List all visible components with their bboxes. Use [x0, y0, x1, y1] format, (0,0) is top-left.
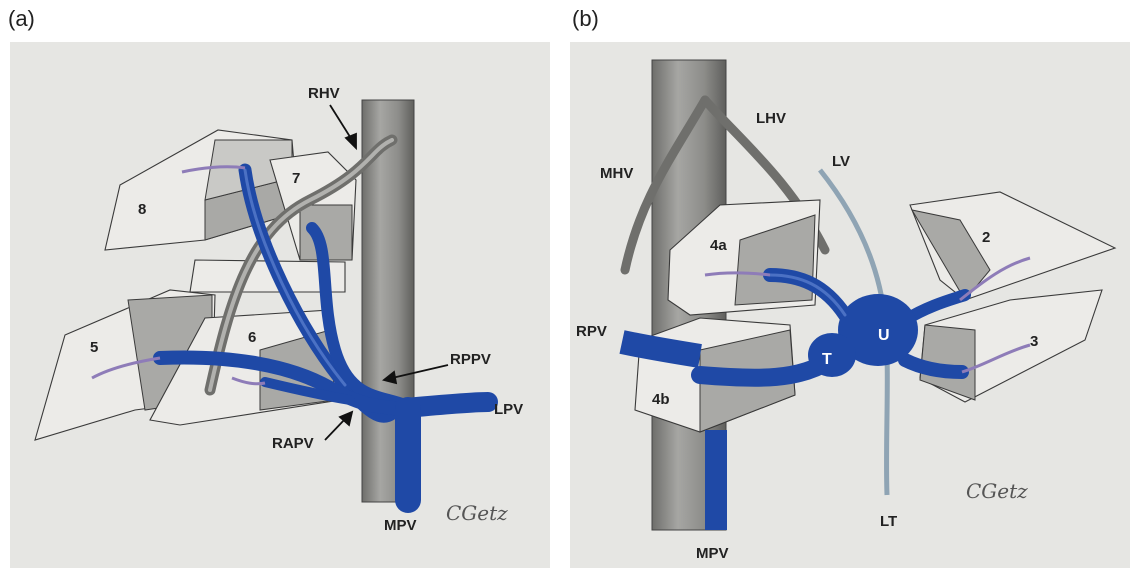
t-label: T	[822, 351, 832, 368]
u-label: U	[878, 327, 890, 344]
segment-4a-label: 4a	[710, 237, 727, 254]
segment-8-label: 8	[138, 201, 146, 218]
segment-6-label: 6	[248, 329, 256, 346]
segment-2-block	[910, 192, 1115, 300]
mpv-label-a: MPV	[384, 517, 417, 534]
segment-3-label: 3	[1030, 333, 1038, 350]
mpv-label-b: MPV	[696, 545, 729, 562]
mhv-label: MHV	[600, 165, 633, 182]
rhv-label: RHV	[308, 85, 340, 102]
panel-b-drawing: LHV MHV LV 4a 2 RPV 3 4b T U LT MPV CGet…	[576, 60, 1115, 562]
rpv-vessel	[622, 342, 700, 356]
lt-label: LT	[880, 513, 897, 530]
segment-7-label: 7	[292, 170, 300, 187]
rpv-label: RPV	[576, 323, 607, 340]
signature-a: CGetz	[446, 501, 508, 525]
panel-a-drawing: RHV 8 7 5 6 RPPV RAPV LPV MPV CGetz	[35, 85, 523, 534]
rapv-label: RAPV	[272, 435, 314, 452]
segment-4b-label: 4b	[652, 391, 670, 408]
segment-5-label: 5	[90, 339, 98, 356]
lhv-label: LHV	[756, 110, 786, 127]
rppv-label: RPPV	[450, 351, 491, 368]
segment-2-label: 2	[982, 229, 990, 246]
lv-label: LV	[832, 153, 850, 170]
lpv-label: LPV	[494, 401, 523, 418]
signature-b: CGetz	[966, 479, 1028, 503]
